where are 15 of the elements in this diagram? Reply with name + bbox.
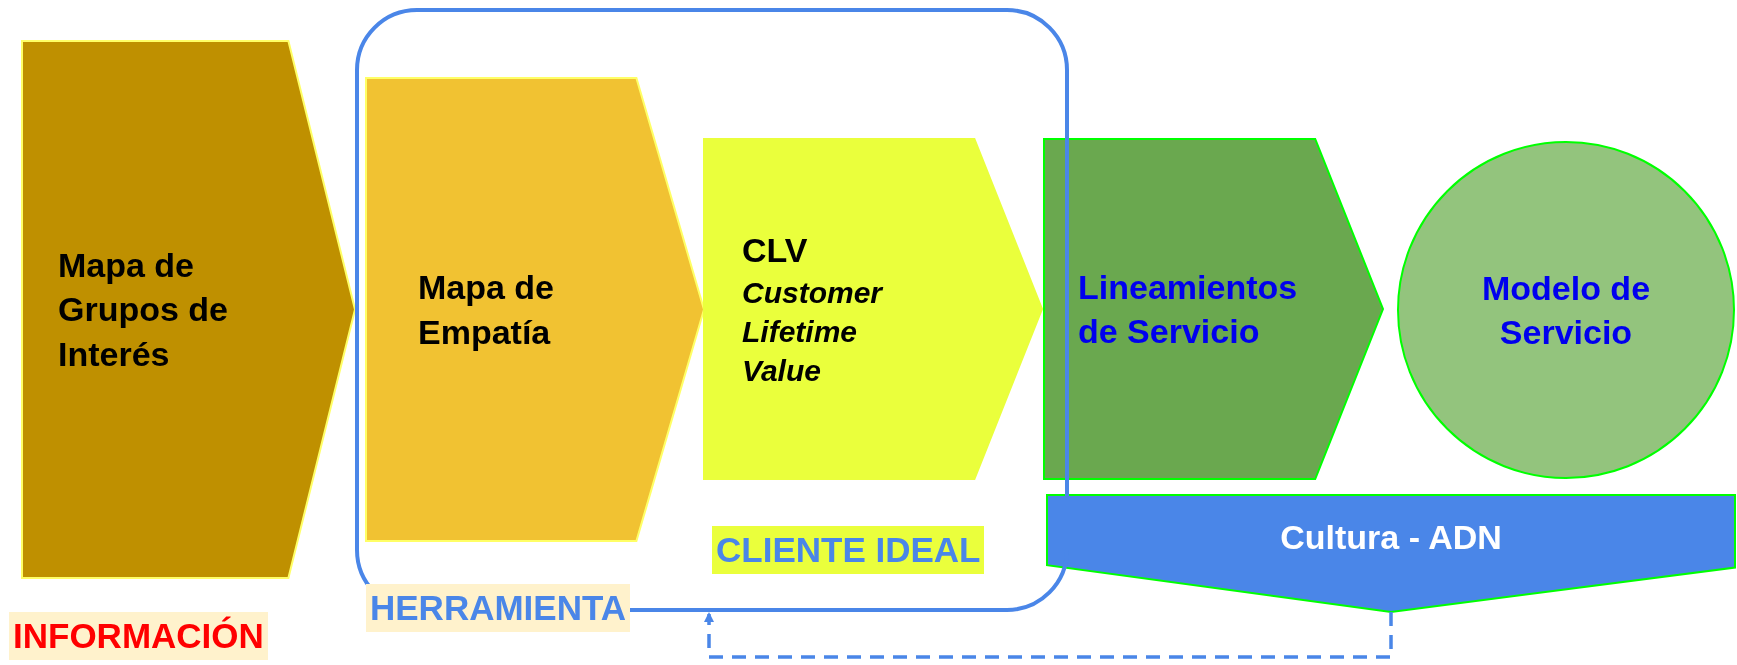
chevron-shape — [1044, 139, 1383, 479]
node-label: Mapa de Empatía — [418, 267, 556, 353]
caption-tag: CLIENTE IDEAL — [712, 526, 985, 574]
node-label: Lineamientos de Servicio — [1078, 266, 1299, 352]
banner-shape — [1047, 495, 1735, 612]
chevron-shape — [366, 78, 704, 541]
node-label: Modelo de Servicio — [1480, 267, 1652, 353]
section-heading: HERRAMIENTA — [366, 584, 630, 632]
node-label: Customer Lifetime Value — [742, 274, 885, 389]
node-label: Mapa de Grupos de Interés — [58, 245, 230, 375]
dashed-arrow — [704, 612, 1393, 659]
node-label: CLV — [742, 230, 808, 272]
circle-shape — [1397, 141, 1735, 479]
node-label: Cultura - ADN — [1280, 517, 1502, 558]
caption-tag: INFORMACIÓN — [9, 612, 268, 660]
